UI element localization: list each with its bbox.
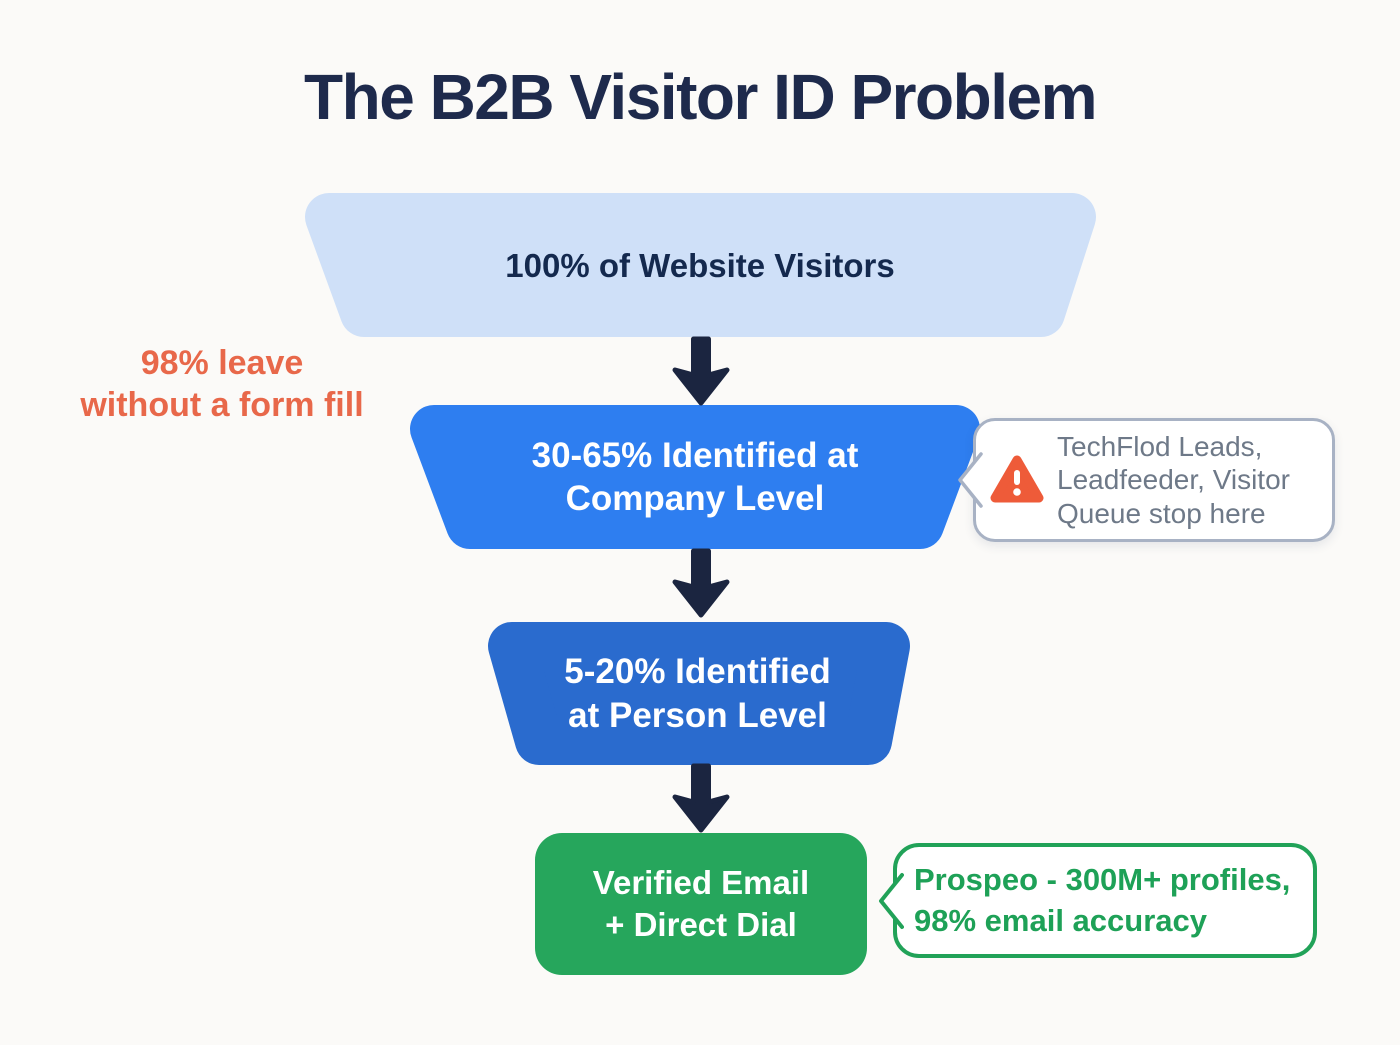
down-arrow-icon: [672, 763, 730, 833]
stage-label-line: 5-20% Identified: [564, 652, 831, 692]
stage-label-line: at Person Level: [568, 695, 827, 735]
warning-icon: [990, 455, 1044, 503]
prospeo-callout: Prospeo - 300M+ profiles, 98% email accu…: [879, 843, 1317, 958]
stage-label-line: 100% of Website Visitors: [505, 247, 895, 284]
form-fill-drop-off-note: 98% leave without a form fill: [42, 342, 402, 426]
prospeo-callout-text: Prospeo - 300M+ profiles, 98% email accu…: [914, 860, 1290, 942]
funnel-stage-company-level-label: 30-65% Identified at Company Level: [400, 405, 990, 549]
funnel-stage-verified-email-label: Verified Email + Direct Dial: [535, 833, 867, 975]
down-arrow-icon: [672, 548, 730, 618]
funnel-stage-person-level-shape: [488, 622, 910, 765]
callout-text-line: Leadfeeder, Visitor: [1057, 464, 1290, 496]
callout-tail: [879, 872, 904, 929]
stage-label-line: Company Level: [565, 479, 825, 518]
page-title: The B2B Visitor ID Problem: [304, 61, 1098, 133]
company-tools-callout-text: TechFlod Leads, Leadfeeder, Visitor Queu…: [1057, 430, 1290, 529]
down-arrow-icon: [672, 336, 730, 406]
stage-label-line: 30-65% Identified at: [531, 435, 859, 475]
side-note-line: 98% leave: [140, 344, 304, 382]
funnel-stage-company-level-shape: [410, 405, 980, 549]
stage-label-line: + Direct Dial: [605, 906, 797, 943]
funnel-stage-all-visitors-label: 100% of Website Visitors: [295, 195, 1105, 337]
callout-text-line: TechFlod Leads,: [1057, 431, 1263, 463]
callout-tail: [958, 452, 983, 508]
funnel-stage-all-visitors-shape: [305, 193, 1096, 337]
funnel-stage-person-level-label: 5-20% Identified at Person Level: [480, 622, 915, 765]
callout-text-line: 98% email accuracy: [914, 902, 1207, 938]
side-note-line: without a form fill: [80, 386, 364, 425]
callout-text-line: Prospeo - 300M+ profiles,: [914, 861, 1291, 897]
company-tools-callout: TechFlod Leads, Leadfeeder, Visitor Queu…: [958, 418, 1335, 542]
stage-label-line: Verified Email: [592, 863, 810, 901]
funnel-stage-verified-email-shape: [535, 833, 867, 975]
callout-text-line: Queue stop here: [1057, 497, 1266, 529]
